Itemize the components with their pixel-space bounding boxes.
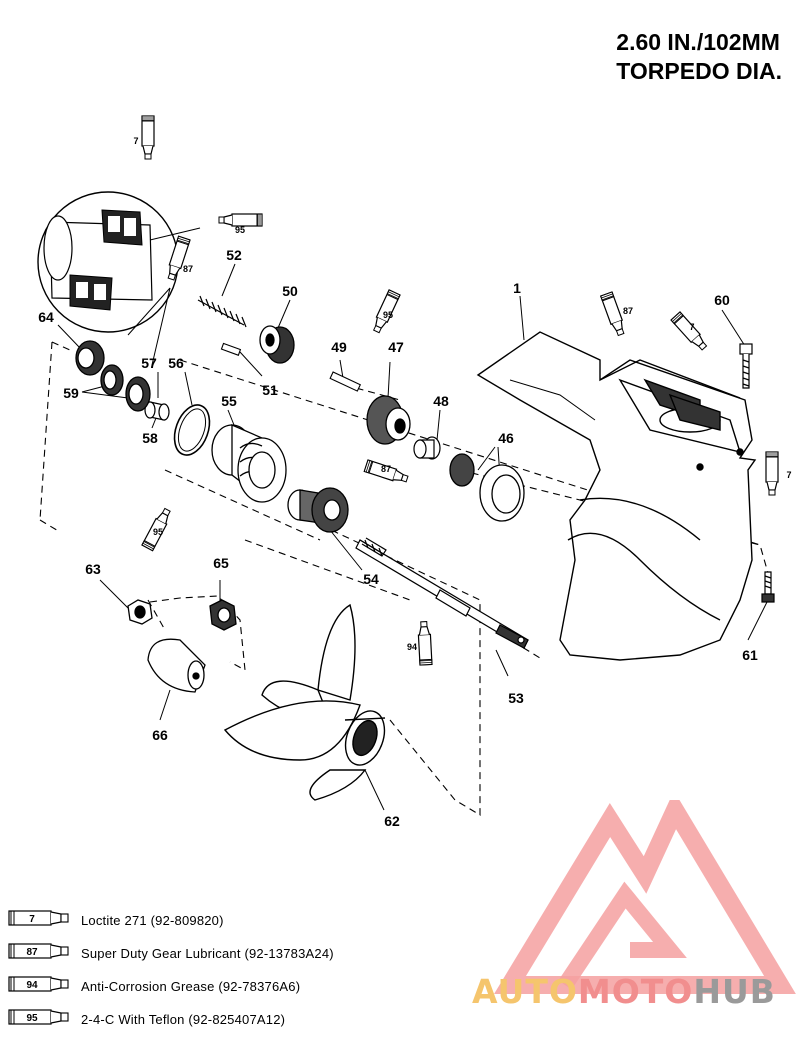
part-number-47: 47 (388, 339, 404, 355)
part-number-62: 62 (384, 813, 400, 829)
part-number-61: 61 (742, 647, 758, 663)
part-number-63: 63 (85, 561, 101, 577)
tube-label: 87 (381, 464, 391, 474)
legend-item: 95 2-4-C With Teflon (92-825407A12) (8, 1007, 428, 1040)
part-number-54: 54 (363, 571, 379, 587)
title-line-2: TORPEDO DIA. (616, 58, 782, 84)
pin-49 (329, 371, 362, 392)
grease-tube-94-shaft (417, 620, 433, 666)
seal-58 (125, 376, 151, 412)
part-number-65: 65 (213, 555, 229, 571)
cam-follower-50 (259, 325, 295, 364)
wordmark-auto: AUTO (472, 972, 578, 1011)
tube-icon: 87 (8, 943, 69, 959)
part-number-53: 53 (508, 690, 524, 706)
tube-icon: 7 (8, 910, 69, 926)
seal-59 (100, 364, 124, 396)
automotohub-logo (494, 800, 796, 994)
pinion-gear-54 (287, 487, 349, 533)
part-number-46: 46 (498, 430, 514, 446)
legend-item: 87 Super Duty Gear Lubricant (92-13783A2… (8, 941, 428, 974)
forward-gear-47 (366, 395, 411, 445)
part-number-48: 48 (433, 393, 449, 409)
tube-label: 87 (183, 264, 193, 274)
nut-63 (127, 599, 153, 625)
legend-text: Anti-Corrosion Grease (92-78376A6) (81, 979, 301, 994)
screw-61 (761, 571, 775, 603)
pin-51 (220, 342, 242, 356)
grease-tube-7-top (141, 115, 155, 160)
bearing-48 (413, 436, 441, 460)
bearing-carrier-55 (211, 424, 287, 503)
spring-52 (197, 295, 247, 328)
tube-icon: 95 (8, 1009, 69, 1025)
wordmark-moto: MOTO (577, 972, 694, 1011)
automotohub-wordmark: AUTOMOTOHUB (472, 972, 776, 1011)
legend-code: 95 (26, 1013, 38, 1024)
legend-code: 7 (29, 914, 35, 925)
wordmark-hub: HUB (693, 972, 776, 1011)
o-ring-56 (173, 404, 211, 456)
tube-label: 7 (786, 470, 791, 480)
part-number-60: 60 (714, 292, 730, 308)
exploded-diagram: 7 95 87 95 87 95 94 87 7 7 (37, 115, 792, 829)
bearing-57 (144, 401, 170, 421)
diagram-title: 2.60 IN./102MM TORPEDO DIA. (616, 28, 782, 86)
cone-66 (147, 638, 206, 693)
part-number-51: 51 (262, 382, 278, 398)
detail-inset (37, 191, 201, 333)
propeller-62 (223, 603, 386, 801)
part-number-52: 52 (226, 247, 242, 263)
part-number-49: 49 (331, 339, 347, 355)
nut-65 (209, 599, 237, 631)
bearing-46 (449, 453, 525, 522)
part-number-58: 58 (142, 430, 158, 446)
part-number-50: 50 (282, 283, 298, 299)
tube-label: 87 (623, 306, 633, 316)
part-number-64: 64 (38, 309, 54, 325)
title-line-1: 2.60 IN./102MM (616, 29, 780, 55)
tube-label: 7 (133, 136, 138, 146)
tube-label: 95 (383, 310, 393, 320)
grease-tube-7-side (765, 451, 779, 496)
legend-item: 7 Loctite 271 (92-809820) (8, 908, 428, 941)
leader-lines (57, 263, 769, 811)
legend-text: 2-4-C With Teflon (92-825407A12) (81, 1012, 286, 1027)
washer-64 (75, 340, 105, 376)
tube-icon: 94 (8, 976, 69, 992)
gear-housing (476, 331, 757, 661)
part-number-55: 55 (221, 393, 237, 409)
part-number-66: 66 (152, 727, 168, 743)
part-number-labels: 1 46 47 48 49 50 51 52 53 54 55 56 57 58… (38, 247, 758, 829)
part-number-57: 57 (141, 355, 157, 371)
legend-code: 94 (26, 980, 38, 991)
tube-label: 7 (689, 322, 694, 332)
screw-60 (739, 343, 753, 389)
legend-code: 87 (26, 947, 38, 958)
tube-label: 95 (153, 527, 163, 537)
legend-text: Super Duty Gear Lubricant (92-13783A24) (81, 946, 334, 961)
part-number-59: 59 (63, 385, 79, 401)
legend-item: 94 Anti-Corrosion Grease (92-78376A6) (8, 974, 428, 1007)
part-number-56: 56 (168, 355, 184, 371)
propeller-shaft-53 (355, 537, 529, 649)
legend-text: Loctite 271 (92-809820) (81, 913, 224, 928)
part-number-1: 1 (513, 280, 521, 296)
tube-label: 94 (407, 642, 417, 652)
tube-label: 95 (235, 225, 245, 235)
lubricant-legend: 7 Loctite 271 (92-809820) 87 Super Duty … (8, 908, 428, 1040)
